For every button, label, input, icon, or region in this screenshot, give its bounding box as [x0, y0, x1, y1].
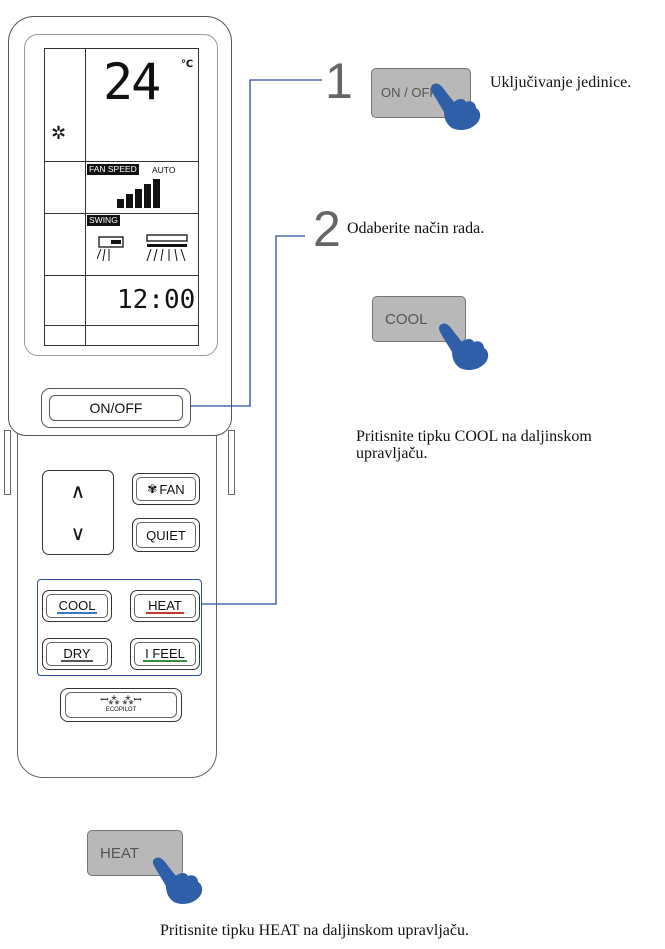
ecopilot-icon: ꟷ⁂ ⁂ꟷ — [100, 695, 142, 706]
lcd-divider-vertical — [85, 49, 86, 345]
lcd-display: 24 ℃ ✲ FAN SPEED AUTO SWING 12:00 — [44, 48, 199, 346]
remote-ecopilot-button[interactable]: ꟷ⁂ ⁂ꟷ ECOPILOT — [60, 688, 182, 722]
display-bezel — [24, 34, 218, 356]
remote-on-off-button[interactable]: ON/OFF — [49, 395, 183, 421]
remote-heat-button[interactable]: HEAT — [130, 590, 200, 622]
heat-caption: Pritisnite tipku HEAT na daljinskom upra… — [160, 922, 469, 939]
hand-pointer-icon — [438, 323, 489, 370]
hand-pointer-icon — [430, 83, 481, 130]
temperature-readout: 24 — [103, 53, 161, 111]
lcd-divider-3 — [45, 275, 198, 276]
fan-speed-bars-icon — [117, 179, 160, 208]
illustration-on-off-label: ON / OFF — [381, 85, 438, 100]
step-2-number: 2 — [313, 201, 341, 257]
hand-pointer-icon — [152, 857, 203, 904]
step-1-text: Uključivanje jedinice. — [490, 74, 632, 91]
illustration-cool-label: COOL — [385, 311, 428, 328]
swing-tag: SWING — [87, 215, 120, 226]
fan-icon: ✾ — [147, 482, 158, 496]
remote-ifeel-label: I FEEL — [143, 645, 187, 662]
remote-ifeel-button[interactable]: I FEEL — [130, 638, 200, 670]
illustration-heat-label: HEAT — [100, 845, 139, 862]
fan-mode-label: AUTO — [152, 165, 176, 175]
remote-quiet-button[interactable]: QUIET — [132, 518, 200, 552]
step-2-text: Odaberite način rada. — [347, 220, 485, 237]
cool-caption: Pritisnite tipku COOL na daljinskom upra… — [356, 428, 592, 462]
swing-louver-icon — [97, 234, 188, 262]
remote-ecopilot-label: ECOPILOT — [105, 707, 137, 713]
mode-button-group-frame — [37, 579, 202, 676]
remote-side-tab-right — [228, 430, 235, 495]
temperature-unit: ℃ — [181, 59, 194, 70]
step-1-number: 1 — [325, 53, 353, 109]
temp-up-icon[interactable]: ∧ — [70, 481, 86, 504]
remote-cool-button[interactable]: COOL — [42, 590, 112, 622]
remote-dry-button[interactable]: DRY — [42, 638, 112, 670]
remote-on-off-button-frame[interactable]: ON/OFF — [41, 388, 191, 428]
clock-readout: 12:00 — [117, 285, 196, 315]
remote-dry-label: DRY — [61, 645, 93, 662]
fan-speed-tag: FAN SPEED — [87, 164, 139, 175]
remote-fan-label: FAN — [159, 481, 185, 497]
lcd-divider-1 — [45, 161, 198, 162]
remote-quiet-label: QUIET — [146, 527, 186, 543]
lcd-divider-2 — [45, 213, 198, 214]
temp-down-icon[interactable]: ∨ — [70, 522, 86, 545]
remote-side-tab-left — [4, 430, 11, 495]
temp-rocker[interactable]: ∧ ∨ — [42, 470, 114, 555]
remote-cool-label: COOL — [56, 597, 98, 614]
remote-fan-button[interactable]: ✾ FAN — [132, 473, 200, 505]
remote-on-off-label: ON/OFF — [89, 400, 143, 416]
fan-snowflake-icon: ✲ — [51, 123, 67, 144]
lcd-divider-4 — [45, 325, 198, 326]
remote-heat-label: HEAT — [146, 597, 184, 614]
